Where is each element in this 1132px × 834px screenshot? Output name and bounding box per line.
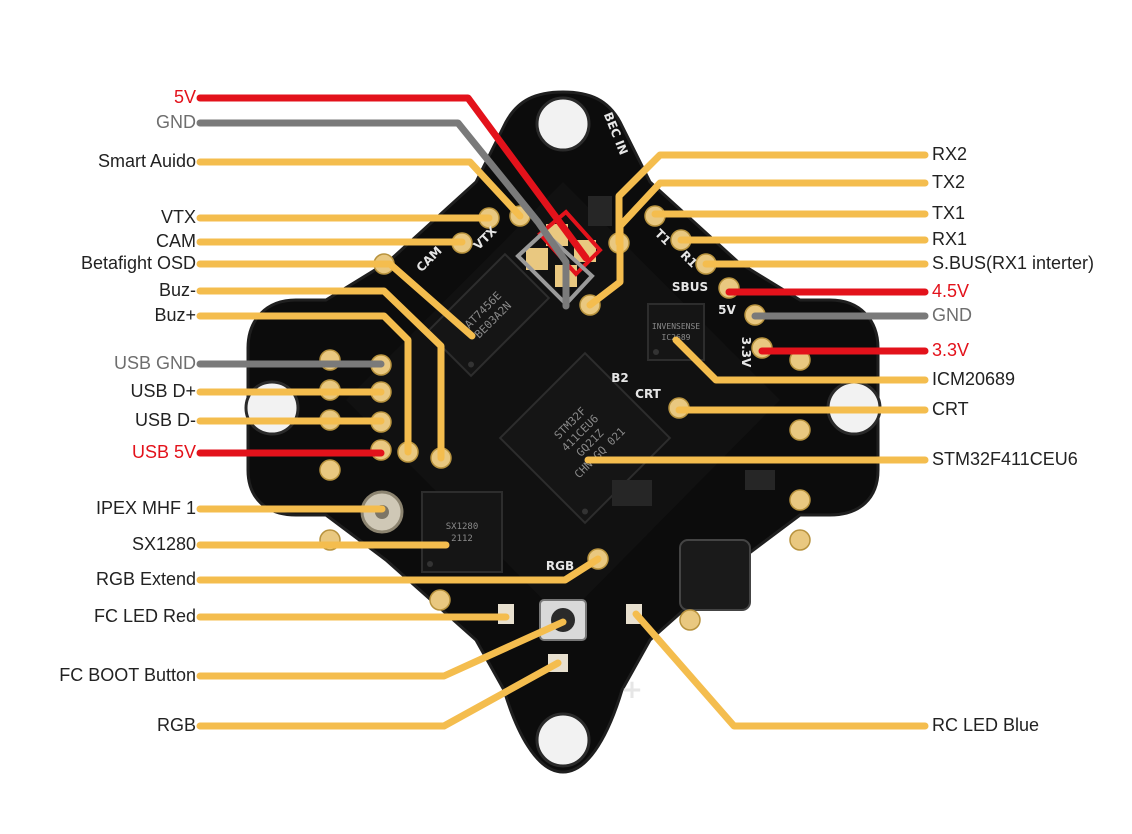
solder-pad <box>319 459 341 481</box>
sx1280-chip-marking: 2112 <box>451 534 473 544</box>
pin-label-buz-minus: Buz- <box>158 280 196 300</box>
solder-pad <box>789 419 811 441</box>
silkscreen-plus: + <box>621 675 643 705</box>
pin-label-usb-dminus: USB D- <box>134 410 196 430</box>
silkscreen-label: 3.3V <box>739 337 753 368</box>
pin-label-4v5: 4.5V <box>932 281 970 301</box>
pin-label-rx1: RX1 <box>932 229 968 249</box>
pin-label-gnd-right: GND <box>932 305 972 325</box>
pin-label-usb-gnd: USB GND <box>113 353 196 373</box>
bec-pad-3 <box>526 248 548 270</box>
pin-label-rc-led-blue: RC LED Blue <box>932 715 1040 735</box>
leader-line-fc-boot <box>196 618 567 680</box>
imu-chip-dot <box>653 349 659 355</box>
leader-line-rgb-extend <box>196 555 602 584</box>
pin-label-5v-top: 5V <box>173 87 196 107</box>
solder-pad <box>429 589 451 611</box>
pin-label-tx1: TX1 <box>932 203 966 223</box>
leader-line-icm20689 <box>672 336 929 384</box>
sx1280-chip-body <box>421 491 503 573</box>
silkscreen-label: CRT <box>635 387 662 401</box>
silkscreen-label: B2 <box>611 371 629 385</box>
imu-chip-marking: INVENSENSE <box>652 322 700 331</box>
bec-outline-grey <box>515 229 595 307</box>
sx1280-chip-marking: SX1280 <box>446 522 479 532</box>
pin-label-sx1280: SX1280 <box>131 534 196 554</box>
pin-label-buz-plus: Buz+ <box>154 305 196 325</box>
silkscreen-label: RGB <box>546 559 574 573</box>
leader-lines <box>196 94 929 730</box>
silkscreen-label: 5V <box>718 303 736 317</box>
pin-label-fc-boot: FC BOOT Button <box>59 665 196 685</box>
pin-label-fc-led-red: FC LED Red <box>93 606 196 626</box>
capacitor-b <box>745 470 775 490</box>
pin-label-smart-audio: Smart Auido <box>97 151 196 171</box>
capacitor-c <box>588 196 612 226</box>
pin-label-cam: CAM <box>156 231 196 251</box>
silkscreen-label: SBUS <box>672 280 708 294</box>
pin-label-betaflight-osd: Betafight OSD <box>80 253 196 273</box>
stm32-mcu-chip-dot <box>582 508 588 515</box>
sx1280-chip-dot <box>427 561 433 567</box>
capacitor-a <box>612 480 652 506</box>
leader-line-rgb-bottom <box>196 659 562 730</box>
imu-chip-body <box>647 303 705 361</box>
pin-label-3v3: 3.3V <box>932 340 970 360</box>
solder-pad <box>789 529 811 551</box>
solder-pad <box>789 489 811 511</box>
osd-chip-dot <box>468 361 475 368</box>
pin-label-stm32: STM32F411CEU6 <box>932 449 1078 469</box>
leader-line-buz-minus <box>196 287 445 462</box>
pin-label-rgb-extend: RGB Extend <box>95 569 196 589</box>
pin-label-crt: CRT <box>932 399 969 419</box>
osd-chip-body <box>425 252 551 378</box>
leader-line-buz-plus <box>196 312 412 456</box>
leader-line-smart-audio <box>196 158 524 220</box>
sx1280-chip: SX1280 2112 <box>421 491 503 573</box>
pin-label-icm20689: ICM20689 <box>932 369 1016 389</box>
mount-hole-top <box>535 96 591 152</box>
pin-label-usb-dplus: USB D+ <box>130 381 196 401</box>
solder-pad <box>679 609 701 631</box>
pin-label-rx2: RX2 <box>932 144 968 164</box>
pin-label-gnd-top: GND <box>156 112 196 132</box>
inductor <box>679 539 751 611</box>
pin-label-rgb-bottom: RGB <box>156 715 196 735</box>
pin-label-sbus: S.BUS(RX1 interter) <box>932 253 1095 273</box>
leader-line-tx2 <box>586 179 929 309</box>
pin-label-ipex: IPEX MHF 1 <box>95 498 196 518</box>
leader-line-5v-top <box>196 94 590 262</box>
pin-label-tx2: TX2 <box>932 172 966 192</box>
mount-hole-bottom <box>535 712 591 768</box>
pin-label-usb-5v: USB 5V <box>131 442 196 462</box>
leader-line-rx2 <box>615 151 929 247</box>
leader-line-betaflight-osd <box>196 260 476 340</box>
leader-line-gnd-top <box>196 119 570 310</box>
pin-label-vtx: VTX <box>160 207 196 227</box>
leader-line-rc-led-blue <box>632 610 929 730</box>
